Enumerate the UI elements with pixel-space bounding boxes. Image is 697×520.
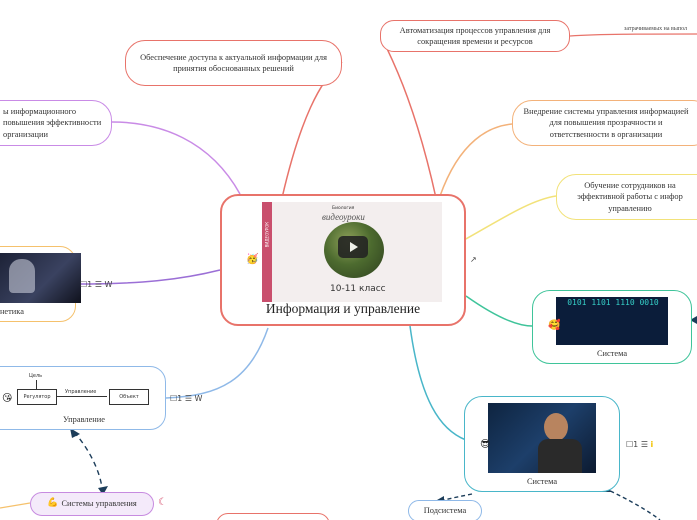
diagram-control: Управление [65, 389, 97, 395]
play-icon [350, 242, 358, 252]
link-training [463, 195, 557, 241]
comment-icon[interactable]: ☐ [80, 280, 88, 289]
node-automation-text: Автоматизация процессов управления для с… [399, 25, 551, 46]
node-systems-upravleniya[interactable]: 💪 Системы управления [30, 492, 154, 516]
link-systems-left [0, 502, 31, 509]
system-bottom-image [488, 403, 596, 473]
link-info-systems [111, 121, 241, 195]
diagram-regulator-box: Регулятор [17, 389, 57, 405]
diagram-object: Объект [119, 393, 139, 400]
binary-text: 0101 1101 1110 0010 [567, 298, 659, 307]
comment-count: 1 [633, 440, 639, 449]
node-info-systems[interactable]: ы информационного повышения эффективност… [0, 100, 112, 146]
relation-system-right [603, 487, 661, 520]
person-silhouette [544, 413, 568, 441]
node-access[interactable]: Обеспечение доступа к актуальной информа… [125, 40, 342, 86]
video-side-band [262, 202, 272, 302]
info-icon[interactable]: i [650, 440, 654, 449]
node-management-system[interactable]: Внедрение системы управления информацией… [512, 100, 697, 146]
system-top-emoji: 🥰 [548, 320, 561, 331]
link-automation [381, 35, 437, 199]
play-button[interactable] [338, 236, 368, 258]
system-top-label: Система [596, 348, 628, 358]
diagram-object-box: Объект [109, 389, 149, 405]
systems-upravleniya-emoji: 💪 [47, 498, 59, 509]
wiki-icon[interactable]: W [194, 394, 203, 403]
system-top-image: 0101 1101 1110 0010 [556, 297, 668, 345]
node-partial-bottom[interactable] [216, 513, 330, 520]
node-system-top[interactable]: 0101 1101 1110 0010 Система [532, 290, 692, 364]
system-bottom-meta: ☐1 ☰ i [626, 440, 653, 449]
root-node[interactable]: ВИДЕОУРОК Биология видеоуроки 10-11 клас… [220, 194, 466, 326]
root-title: Информация и управление [265, 301, 421, 317]
node-training[interactable]: Обучение сотрудников на эффективной рабо… [556, 174, 697, 220]
list-icon[interactable]: ☰ [640, 440, 648, 449]
cybernetics-image [0, 253, 81, 303]
arrowhead-system-top-right [690, 316, 697, 324]
upravlenie-emoji: 😘 [2, 393, 13, 404]
root-emoji: 🥳 [246, 254, 259, 265]
comment-count: 1 [87, 280, 93, 289]
diagram-goal: Цель [29, 373, 43, 379]
tiny-note: затрачиваемых на выпол [624, 26, 687, 32]
link-automation-note [569, 33, 697, 37]
node-podsistema[interactable]: Подсистема [408, 500, 482, 520]
node-upravlenie[interactable]: Цель Регулятор Управление Объект Управле… [0, 366, 166, 430]
video-grade: 10-11 класс [330, 284, 386, 294]
relation-upravlenie-systems [73, 431, 103, 489]
diagram-control-arrow [57, 396, 107, 397]
link-system-top [465, 295, 533, 327]
upravlenie-label: Управление [62, 414, 105, 424]
wiki-icon[interactable]: W [104, 280, 113, 289]
comment-icon[interactable]: ☐ [626, 440, 634, 449]
link-management-system [439, 123, 513, 197]
link-upravlenie [165, 327, 269, 399]
comment-icon[interactable]: ☐ [170, 394, 178, 403]
link-system-bottom [409, 325, 467, 441]
diagram-goal-arrow [36, 380, 37, 390]
node-training-text: Обучение сотрудников на эффективной рабо… [577, 181, 683, 213]
node-automation[interactable]: Автоматизация процессов управления для с… [380, 20, 570, 52]
node-management-system-text: Внедрение системы управления информацией… [523, 107, 689, 139]
node-system-bottom[interactable]: Система [464, 396, 620, 492]
list-icon[interactable]: ☰ [94, 280, 102, 289]
relation-arrowhead-bottom [98, 486, 108, 495]
video-series-line2: видеоуроки [322, 212, 365, 222]
list-icon[interactable]: ☰ [184, 394, 192, 403]
systems-upravleniya-right-emoji: ☾ [158, 497, 167, 508]
system-bottom-emoji: 😎 [480, 439, 491, 450]
cybernetics-meta: ☐1 ☰ W [80, 280, 112, 289]
upravlenie-meta: ☐1 ☰ W [170, 394, 202, 403]
diagram-regulator: Регулятор [23, 393, 51, 400]
hacker-silhouette [9, 259, 35, 293]
node-cybernetics[interactable]: ернетика [0, 246, 81, 322]
relation-arrowhead-top [70, 428, 80, 438]
video-series-line1: Биология [332, 206, 355, 211]
person-body [538, 439, 582, 473]
podsistema-text: Подсистема [423, 506, 467, 516]
node-info-systems-text: ы информационного повышения эффективност… [3, 107, 102, 139]
external-link-icon[interactable]: ↗ [470, 255, 477, 264]
systems-upravleniya-text: Системы управления [61, 499, 137, 509]
relation-system-podsistema [443, 493, 473, 501]
cybernetics-label: ернетика [0, 306, 24, 316]
root-video-thumbnail[interactable]: ВИДЕОУРОК Биология видеоуроки 10-11 клас… [262, 202, 442, 302]
control-diagram: Цель Регулятор Управление Объект [9, 373, 159, 411]
node-access-text: Обеспечение доступа к актуальной информа… [140, 52, 327, 73]
video-side-label: ВИДЕОУРОК [264, 221, 270, 248]
comment-count: 1 [177, 394, 183, 403]
link-cybernetics [75, 269, 221, 285]
system-bottom-label: Система [526, 476, 558, 486]
